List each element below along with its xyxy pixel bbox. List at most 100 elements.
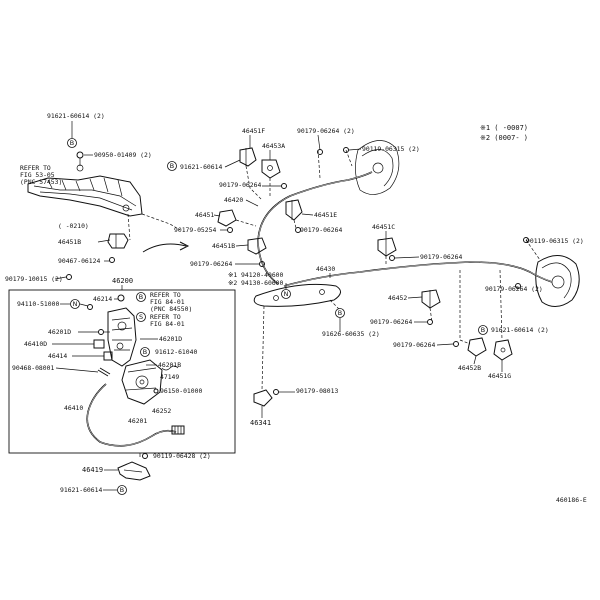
symbol-b-text-7: B bbox=[170, 162, 174, 170]
label-46410D: 46410D bbox=[24, 340, 47, 348]
spring-47149-drawing bbox=[161, 365, 179, 371]
refer-53-line1: REFER TO bbox=[20, 164, 51, 172]
equalizer-drawing bbox=[253, 283, 341, 307]
clip-46452-drawing bbox=[421, 289, 441, 309]
nut-90179-06264-a bbox=[281, 183, 287, 189]
symbol-b-3 bbox=[140, 347, 150, 357]
label-46451B-center: 46451B bbox=[212, 242, 235, 250]
refer-84a-line2: FIG 84-01 bbox=[150, 298, 185, 306]
range-note: ( -0210) bbox=[58, 222, 89, 230]
refer-84b-line2: FIG 84-01 bbox=[150, 320, 185, 328]
symbol-b-text-2: B bbox=[139, 293, 143, 301]
label-90119-06315-2-top: 90119-06315 (2) bbox=[362, 145, 420, 153]
nut-90179-08013 bbox=[273, 389, 279, 395]
refer-84a-line3: (PNC 84550) bbox=[150, 305, 192, 313]
label-46430: 46430 bbox=[316, 265, 335, 273]
label-46451G: 46451G bbox=[488, 372, 511, 380]
flow-arrow bbox=[142, 243, 187, 253]
label-90119-06315-2-right: 90119-06315 (2) bbox=[526, 237, 584, 245]
nut-90179-06264-b bbox=[295, 227, 301, 233]
symbol-b-5 bbox=[335, 308, 345, 318]
label-46452: 46452 bbox=[388, 294, 407, 302]
nut-90179-06264-h bbox=[453, 341, 459, 347]
symbol-n-2 bbox=[281, 289, 291, 299]
label-46252: 46252 bbox=[152, 407, 171, 415]
label-46420: 46420 bbox=[224, 196, 243, 204]
label-91621-60614-center: 91621-60614 bbox=[180, 163, 222, 171]
clip-46451E-drawing bbox=[285, 199, 303, 221]
label-90179-06264-2-right: 90179-06264 (2) bbox=[485, 285, 543, 293]
label-46410: 46410 bbox=[64, 404, 83, 412]
clip-46451F-drawing bbox=[239, 147, 257, 167]
symbol-b-4 bbox=[117, 485, 127, 495]
symbol-n-text-2: N bbox=[284, 290, 289, 298]
label-90119-06428: 90119-06428 (2) bbox=[153, 452, 211, 460]
label-46451B-left: 46451B bbox=[58, 238, 81, 246]
nut-90179-06264-g bbox=[427, 319, 433, 325]
ratchet-plate-drawing bbox=[121, 359, 163, 405]
symbol-b-7 bbox=[167, 161, 177, 171]
label-91621-60614-2-right: 91621-60614 (2) bbox=[491, 326, 549, 334]
refer-84b-line1: REFER TO bbox=[150, 313, 181, 321]
symbol-b-text-5: B bbox=[338, 309, 342, 317]
symbol-b-2 bbox=[136, 292, 146, 302]
label-47149: 47149 bbox=[160, 373, 179, 381]
symbol-b-text-3: B bbox=[143, 348, 147, 356]
label-46341: 46341 bbox=[250, 419, 271, 427]
clip-46451C-drawing bbox=[377, 237, 397, 257]
label-46414: 46414 bbox=[48, 352, 67, 360]
label-90179-08013: 90179-08013 bbox=[296, 387, 338, 395]
label-96150-01000: 96150-01000 bbox=[160, 387, 202, 395]
label-90179-06264-e: 90179-06264 bbox=[420, 253, 462, 261]
bolt-90119-06315-a bbox=[343, 147, 349, 153]
symbol-s bbox=[136, 312, 146, 322]
legend-note-2: ※2 (0007- ) bbox=[480, 134, 528, 142]
label-91626-60635-2: 91626-60635 (2) bbox=[322, 330, 380, 338]
label-90179-06264-g: 90179-06264 bbox=[370, 318, 412, 326]
label-90179-06264-b: 90179-06264 bbox=[300, 226, 342, 234]
symbol-n-1 bbox=[70, 299, 80, 309]
label-90950-01409: 90950-01409 (2) bbox=[94, 151, 152, 159]
nut-90179-06264-e bbox=[389, 255, 395, 261]
label-90179-05254: 90179-05254 bbox=[174, 226, 216, 234]
nut-90179-05254 bbox=[227, 227, 233, 233]
label-46214: 46214 bbox=[93, 295, 112, 303]
clip-46451B-center-drawing bbox=[247, 237, 267, 255]
label-90467-06124: 90467-06124 bbox=[58, 257, 100, 265]
clip-46451B-left-drawing bbox=[107, 233, 129, 263]
label-91612-61040: 91612-61040 bbox=[155, 348, 197, 356]
brake-drum-lower-drawing bbox=[535, 255, 580, 307]
symbol-n-text-1: N bbox=[73, 300, 78, 308]
label-46451: 46451 bbox=[195, 211, 214, 219]
refer-84a-line1: REFER TO bbox=[150, 291, 181, 299]
label-91621-60614-bottom: 91621-60614 bbox=[60, 486, 102, 494]
symbol-b-text-6: B bbox=[481, 326, 485, 334]
label-46451F: 46451F bbox=[242, 127, 265, 135]
label-46201D-a: 46201D bbox=[48, 328, 71, 336]
label-90179-06264-a: 90179-06264 bbox=[219, 181, 261, 189]
label-94130-60600: ※2 94130-60600 bbox=[228, 279, 284, 287]
label-46201: 46201 bbox=[128, 417, 147, 425]
label-90179-06264-h: 90179-06264 bbox=[393, 341, 435, 349]
label-46451C: 46451C bbox=[372, 223, 395, 231]
bolt-90950-drawing bbox=[76, 151, 84, 166]
lever-body-drawing bbox=[107, 307, 137, 367]
clip-46451-drawing bbox=[217, 209, 237, 227]
label-90468-08001: 90468-08001 bbox=[12, 364, 54, 372]
cover-46419-drawing bbox=[117, 461, 151, 481]
label-46452B: 46452B bbox=[458, 364, 481, 372]
label-46201D-b: 46201D bbox=[159, 335, 182, 343]
label-90179-06264-c: 90179-06264 bbox=[190, 260, 232, 268]
label-94120-40600: ※1 94120-40600 bbox=[228, 271, 284, 279]
label-90179-10015: 90179-10015 (2) bbox=[5, 275, 63, 283]
legend-note-1: ※1 ( -0007) bbox=[480, 124, 528, 132]
bolt-90119-06315-b bbox=[523, 237, 529, 243]
symbol-b-text-1: B bbox=[70, 139, 74, 147]
label-90179-06264-2: 90179-06264 (2) bbox=[297, 127, 355, 135]
refer-53-line3: (PNC 57453) bbox=[20, 178, 62, 186]
clip-46452B-drawing bbox=[467, 337, 487, 357]
refer-53-line2: FIG 53-05 bbox=[20, 171, 55, 179]
symbol-s-text: S bbox=[139, 313, 143, 321]
